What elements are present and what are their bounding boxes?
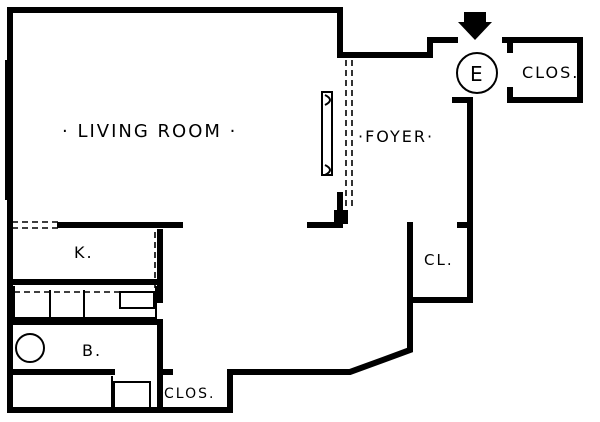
small-closet-label: CL. — [424, 251, 454, 269]
entry-marker: E — [456, 12, 498, 94]
living-room-walls — [7, 7, 343, 413]
entry-closet: CLOS. — [522, 63, 579, 82]
bath-label: B. — [82, 341, 102, 360]
entry-label: E — [470, 62, 485, 86]
bottom-closet: CLOS. — [157, 369, 215, 402]
bath: B. — [7, 319, 163, 413]
entry-circle — [456, 52, 498, 94]
bottom-closet-label: CLOS. — [164, 386, 215, 402]
kitchen-label: K. — [74, 243, 94, 262]
entry-closet-label: CLOS. — [522, 63, 579, 82]
sink — [15, 333, 45, 363]
foyer-walls — [157, 37, 583, 413]
kitchen: K. — [7, 221, 163, 325]
living-room-label: · LIVING ROOM · — [62, 121, 237, 142]
arrow-down-icon — [458, 22, 492, 40]
arrow-stem — [464, 12, 486, 24]
toilet — [113, 381, 151, 409]
foyer-label: ·FOYER· — [358, 127, 434, 146]
sliding-door — [321, 60, 353, 224]
